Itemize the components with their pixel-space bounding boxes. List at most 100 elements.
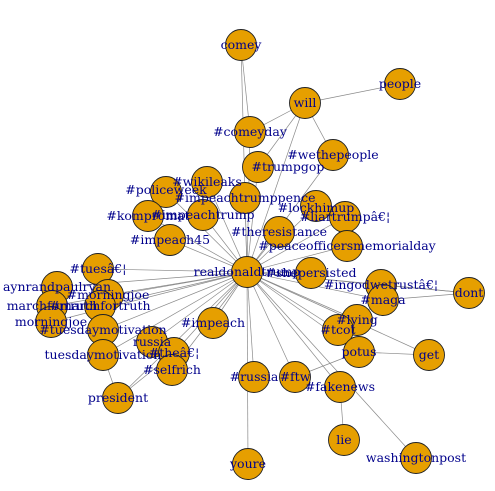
node-will	[289, 87, 321, 119]
edge-realdonaldtrump-marchfortruth	[99, 271, 248, 307]
edge-realdonaldtrump-russia	[151, 271, 248, 343]
node-label-marchfortruth_u: marchfortruth	[7, 298, 98, 313]
node-ftw	[279, 361, 311, 393]
node-label-lying: #lying	[336, 312, 378, 327]
node-label-impeachtrump: #impeachtrump	[151, 207, 254, 222]
node-maga	[367, 284, 399, 316]
node-dont	[453, 277, 485, 309]
edge-realdonaldtrump-tuesdaymotivation_tag	[102, 271, 248, 331]
edge-realdonaldtrump-tuesdaymotivation	[102, 271, 248, 356]
label-layer: realdonaldtrump comey people will #comeyday #…	[3, 37, 483, 471]
node-label-comey: comey	[221, 37, 263, 52]
node-morningjoe	[35, 306, 67, 338]
node-label-tuesdaymotivation: tuesdaymotivation	[45, 347, 162, 362]
node-impeachtrump	[187, 199, 219, 231]
node-label-peaceofficers: #peaceofficersmemorialday	[258, 238, 436, 253]
node-label-impeach: #impeach	[181, 315, 245, 330]
node-label-russia_tag: #russia	[230, 369, 279, 384]
node-comeyday	[234, 116, 266, 148]
node-comey	[225, 29, 257, 61]
node-label-washingtonpost: washingtonpost	[366, 450, 466, 465]
node-label-lockhimup: #lockhimup	[278, 200, 355, 215]
node-label-tuesdaymotivation_tag: #tuesdaymotivation	[39, 322, 166, 337]
node-label-morningjoe: morningjoe	[15, 314, 87, 329]
node-impeach	[197, 307, 229, 339]
edge-realdonaldtrump-morningjoe	[50, 271, 248, 323]
edge-realdonaldtrump-marchfortruth_u	[51, 271, 248, 307]
node-label-morningjoe_tag: #morningjoe	[67, 287, 150, 302]
edge-realdonaldtrump-aynrand	[56, 271, 248, 288]
node-trumpgop	[242, 151, 274, 183]
edge-realdonaldtrump-ftw	[246, 271, 296, 378]
edge-realdonaldtrump-trumpgop	[246, 166, 259, 273]
node-layer	[35, 29, 485, 480]
node-label-wethepeople: #wethepeople	[287, 147, 378, 162]
node-washingtonpost	[400, 442, 432, 474]
node-label-the: #theâ€¦	[149, 345, 200, 360]
node-label-impeachtrumppence: #impeachtrumppence	[175, 190, 316, 205]
node-president	[102, 382, 134, 414]
node-label-ftw: #ftw	[280, 369, 311, 384]
node-label-realdonaldtrump: realdonaldtrump	[194, 264, 301, 279]
node-label-trumpgop: #trumpgop	[252, 159, 325, 174]
node-people	[384, 68, 416, 100]
edge-realdonaldtrump-liartrump	[246, 216, 346, 273]
node-label-will: will	[294, 95, 317, 110]
node-label-president: president	[88, 390, 148, 405]
node-label-russia: russia	[133, 334, 172, 349]
node-label-get: get	[419, 347, 439, 362]
node-label-youre: youre	[229, 456, 266, 471]
node-label-marchfortruth: #marchfortruth	[49, 298, 150, 313]
node-wethepeople	[317, 139, 349, 171]
edge-people-will	[304, 83, 401, 104]
edge-realdonaldtrump-wikileaks	[206, 181, 248, 273]
node-label-comeyday: #comeyday	[213, 124, 288, 139]
node-label-impeach45: #impeach45	[130, 232, 210, 247]
node-selfrich	[156, 354, 188, 386]
node-label-kompromat: #kompromat	[106, 208, 189, 223]
edge-realdonaldtrump-peaceofficers	[246, 245, 348, 273]
node-label-liartrump: #liartrumpâ€¦	[300, 209, 390, 224]
node-label-wikileaks: #wikileaks	[172, 174, 242, 189]
node-lie	[328, 424, 360, 456]
node-impeachtrumppence	[229, 182, 261, 214]
node-label-policeweek: #policeweek	[125, 182, 207, 197]
edge-realdonaldtrump-tcot	[246, 271, 339, 331]
node-label-selfrich: #selfrich	[143, 362, 201, 377]
node-theresistance	[263, 216, 295, 248]
node-label-theresistance: #theresistance	[231, 224, 327, 239]
node-label-fakenews: #fakenews	[305, 379, 375, 394]
node-label-dont: dont	[455, 285, 484, 300]
node-label-maga: #maga	[360, 292, 406, 307]
node-label-lie: lie	[336, 432, 351, 447]
node-label-aynrand: aynrandpaulryan	[3, 279, 111, 294]
node-label-tcot: #tcot	[320, 322, 355, 337]
node-policeweek	[150, 176, 182, 208]
node-label-potus: potus	[341, 344, 376, 359]
node-label-tues: #tuesâ€¦	[70, 261, 127, 276]
node-peaceofficers	[331, 230, 363, 262]
node-label-persisted: #shepersisted	[266, 265, 357, 280]
node-youre	[232, 448, 264, 480]
node-impeach45	[154, 224, 186, 256]
node-tuesdaymotivation	[87, 339, 119, 371]
edge-realdonaldtrump-washingtonpost	[246, 271, 417, 459]
node-russia_tag	[238, 361, 270, 393]
edge-realdonaldtrump-russia_tag	[246, 271, 255, 378]
node-potus	[343, 336, 375, 368]
node-wikileaks	[191, 166, 223, 198]
edge-realdonaldtrump-tues	[97, 268, 248, 273]
node-fakenews	[324, 371, 356, 403]
node-kompromat	[132, 200, 164, 232]
node-label-people: people	[379, 76, 421, 91]
node-persisted	[295, 257, 327, 289]
node-realdonaldtrump	[231, 256, 263, 288]
edge-realdonaldtrump-president	[117, 271, 248, 399]
edge-realdonaldtrump-policeweek	[165, 191, 248, 273]
edge-realdonaldtrump-get	[246, 271, 430, 356]
node-lockhimup	[300, 190, 332, 222]
node-label-ingodwetrust: #ingodwetrustâ€¦	[324, 277, 438, 292]
edge-realdonaldtrump-will	[246, 102, 306, 273]
